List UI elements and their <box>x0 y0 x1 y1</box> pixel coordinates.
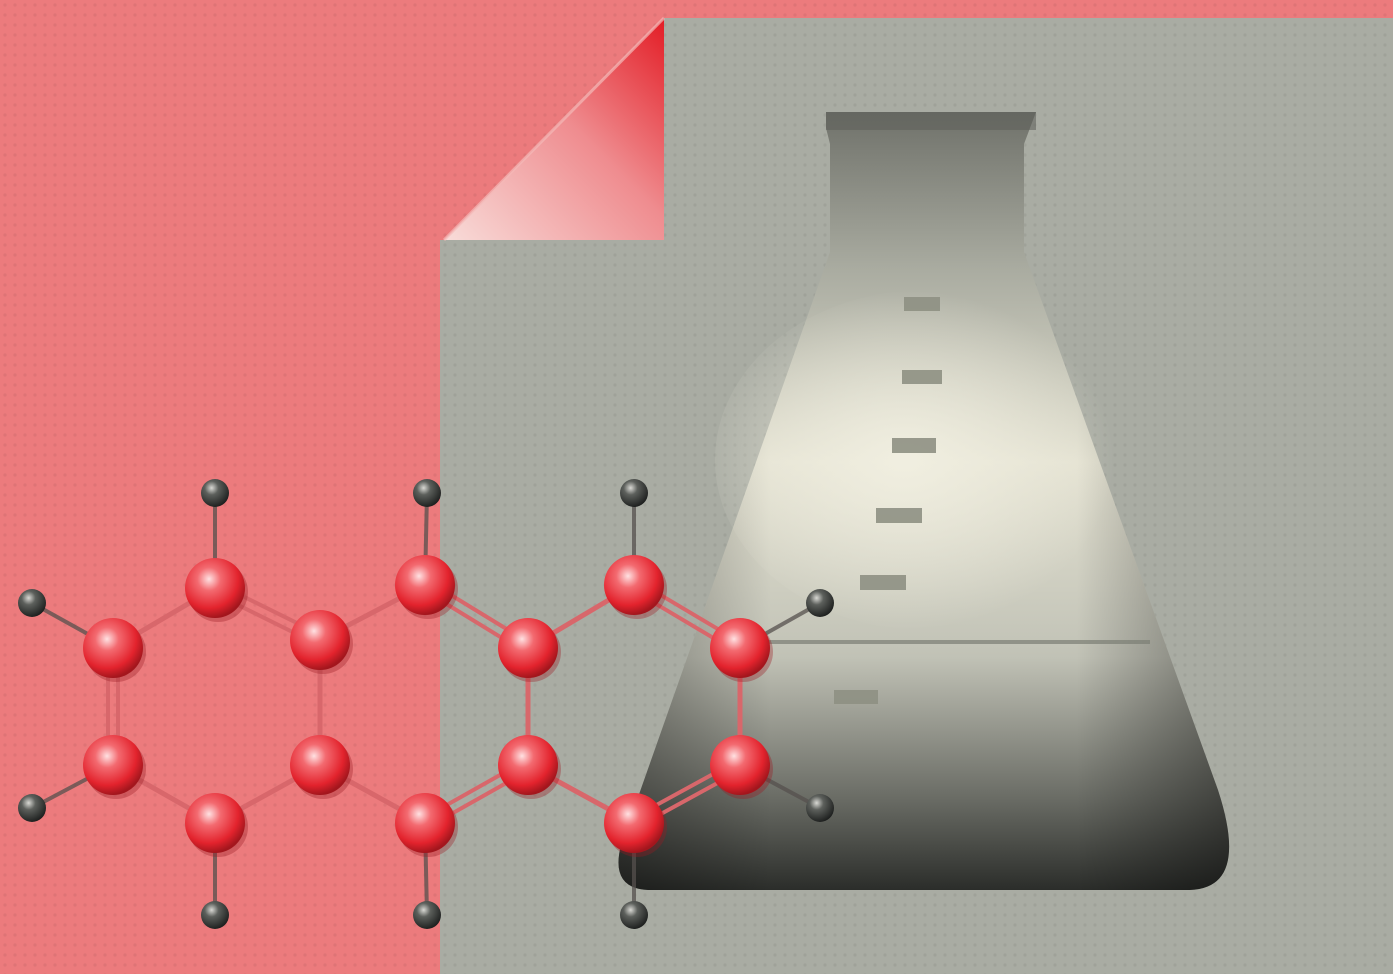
carbon-atom <box>185 793 245 853</box>
carbon-atom <box>83 735 143 795</box>
graduation-mark <box>902 370 942 384</box>
carbon-atom <box>395 793 455 853</box>
flask-graduations <box>834 297 942 704</box>
hydrogen-atom <box>620 901 648 929</box>
hydrogen-atom <box>18 589 46 617</box>
hydrogen-atom <box>413 479 441 507</box>
hydrogen-atom <box>413 901 441 929</box>
graduation-mark <box>892 438 936 453</box>
carbon-atom <box>395 555 455 615</box>
flask-rim <box>826 112 1036 130</box>
carbon-atom <box>185 558 245 618</box>
hydrogen-atom <box>201 901 229 929</box>
carbon-atom <box>604 555 664 615</box>
graduation-mark <box>904 297 940 311</box>
carbon-atom <box>290 735 350 795</box>
graduation-mark <box>876 508 922 523</box>
graduation-mark <box>860 575 906 590</box>
carbon-atom <box>710 735 770 795</box>
graduation-mark <box>834 690 878 704</box>
carbon-atom <box>83 618 143 678</box>
carbon-atom <box>498 618 558 678</box>
hydrogen-atom <box>18 794 46 822</box>
hydrogen-atom <box>806 589 834 617</box>
erlenmeyer-flask-icon <box>618 112 1230 890</box>
carbon-atom <box>290 610 350 670</box>
carbon-atom <box>710 618 770 678</box>
hydrogen-atom <box>201 479 229 507</box>
carbon-atom <box>604 793 664 853</box>
anthracene-molecule-icon <box>18 479 834 929</box>
hydrogen-atom <box>620 479 648 507</box>
hydrogen-atom <box>806 794 834 822</box>
carbon-atom <box>498 735 558 795</box>
